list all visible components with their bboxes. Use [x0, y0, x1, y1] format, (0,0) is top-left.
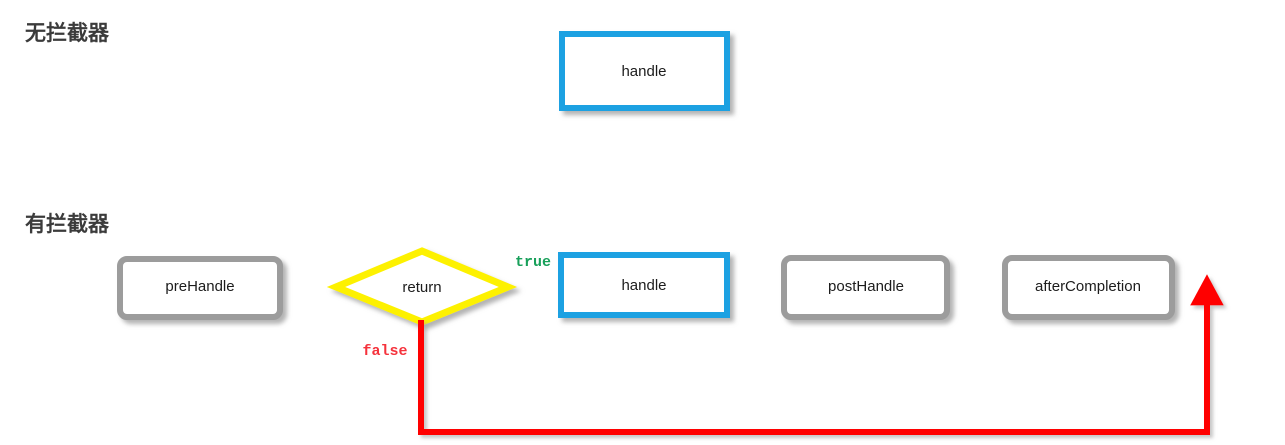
node-posthandle-shape — [781, 255, 950, 320]
edge-return-false-loop — [418, 274, 1224, 435]
node-posthandle-label: postHandle — [828, 278, 904, 295]
node-handle-bottom: handle — [558, 252, 730, 318]
node-handle-top: handle — [559, 31, 730, 111]
node-handle-top-label: handle — [621, 63, 666, 80]
edge-label-true: true — [515, 254, 551, 271]
node-aftercompletion: afterCompletion — [1002, 255, 1175, 320]
section-title-with-interceptor: 有拦截器 — [25, 212, 110, 236]
node-aftercompletion-label: afterCompletion — [1035, 278, 1141, 295]
node-handle-bottom-label: handle — [621, 277, 666, 294]
node-prehandle-label: preHandle — [165, 278, 234, 295]
node-prehandle-shape — [117, 256, 283, 320]
node-aftercompletion-shape — [1002, 255, 1175, 320]
node-posthandle: postHandle — [781, 255, 950, 320]
edge-label-false: false — [362, 343, 407, 360]
node-return: return — [326, 247, 518, 326]
node-handle-top-shape — [559, 31, 730, 111]
section-title-no-interceptor: 无拦截器 — [25, 22, 110, 45]
node-prehandle: preHandle — [117, 256, 283, 320]
node-return-label: return — [402, 279, 441, 296]
node-handle-bottom-shape — [558, 252, 730, 318]
